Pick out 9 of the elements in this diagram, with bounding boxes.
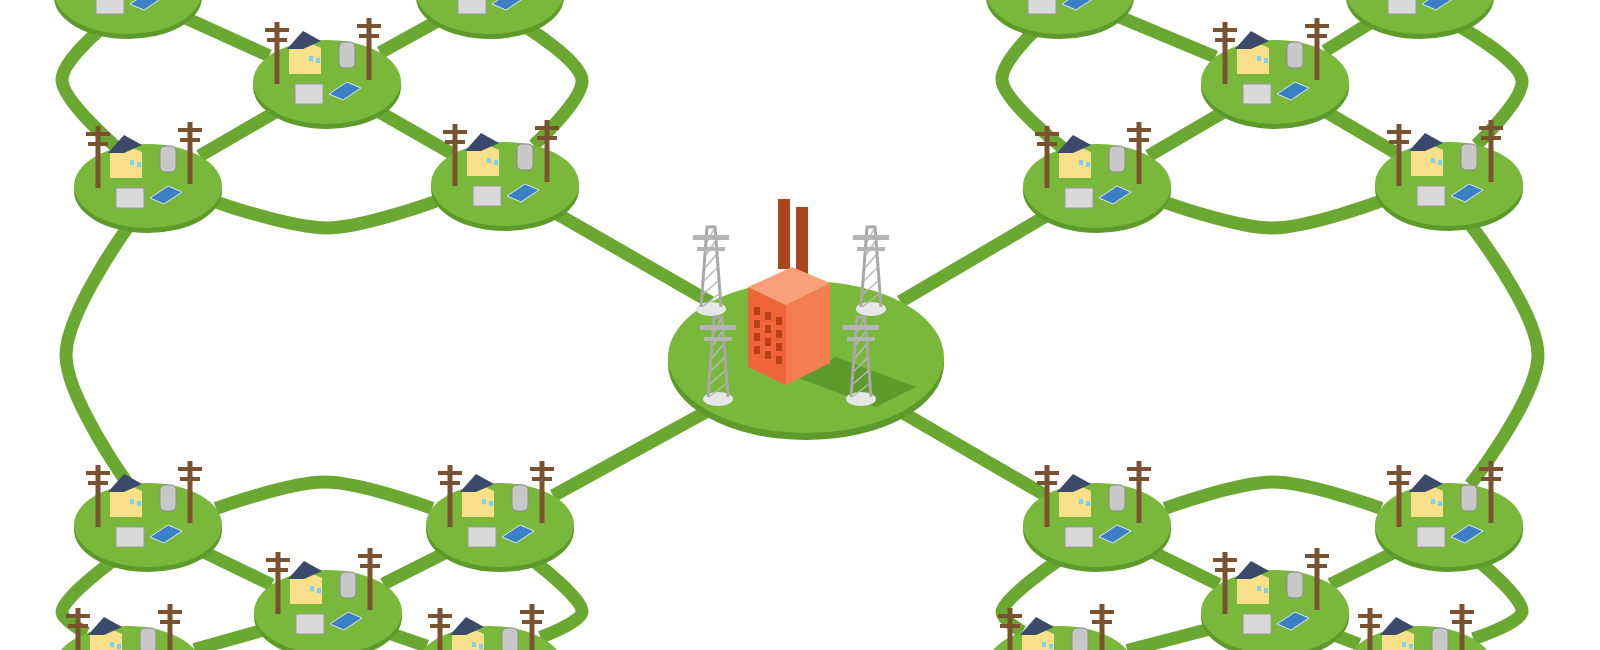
grid-link	[1333, 629, 1362, 650]
grid-link	[183, 12, 272, 62]
grid-link	[389, 627, 429, 650]
grid-link	[1163, 194, 1384, 235]
grid-link	[213, 475, 435, 515]
grid-link	[1162, 475, 1384, 515]
grid-link	[192, 624, 264, 650]
grid-link	[1125, 623, 1210, 650]
grid-link	[214, 194, 440, 235]
